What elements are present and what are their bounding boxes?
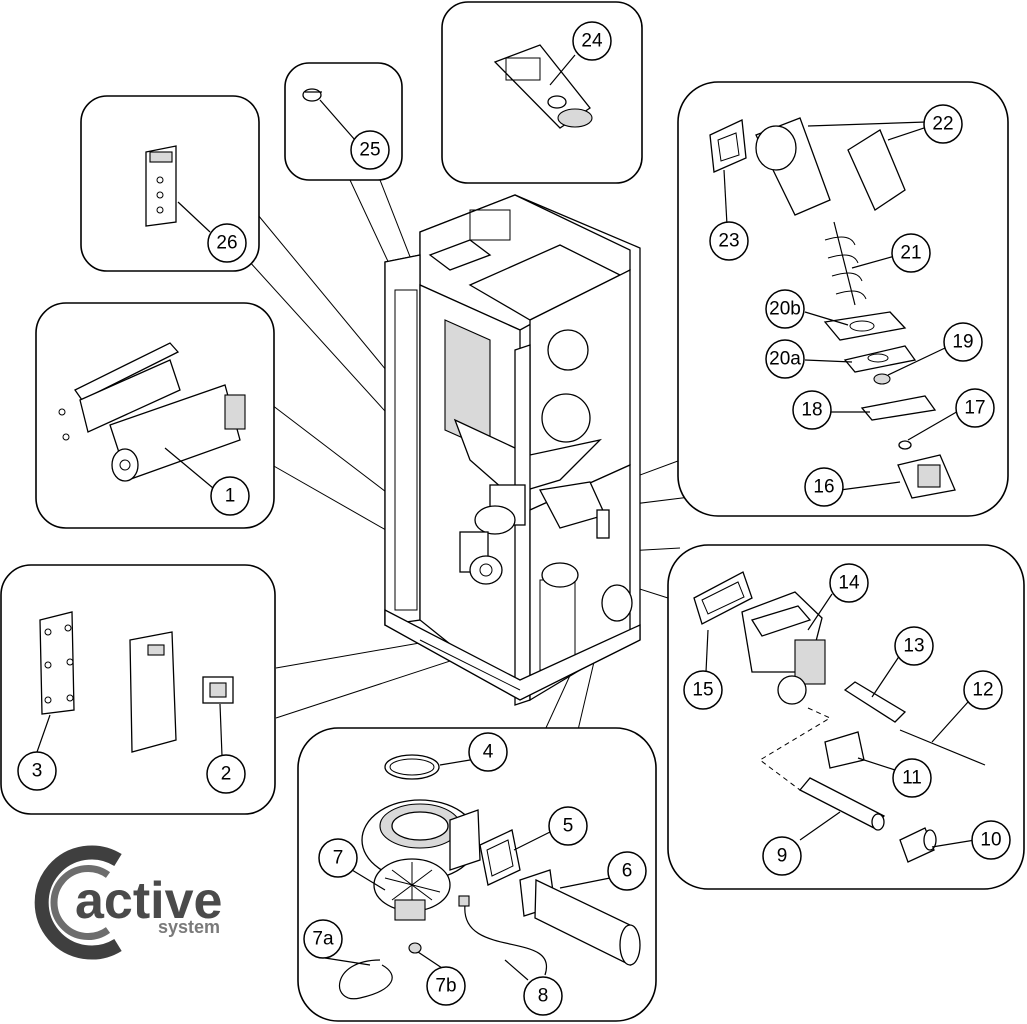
callout-label: 13 — [903, 636, 924, 657]
callout-label: 14 — [838, 573, 860, 594]
logo-subtitle: system — [158, 917, 220, 937]
callout-7: 7 — [318, 838, 358, 878]
callout-label: 3 — [32, 761, 43, 782]
callout-15: 15 — [683, 670, 723, 710]
panel-9-15 — [667, 544, 1025, 890]
callout-label: 10 — [980, 830, 1001, 851]
callout-label: 23 — [718, 231, 739, 252]
callout-label: 20a — [769, 349, 801, 370]
callout-21: 21 — [891, 233, 931, 273]
callout-20a: 20a — [765, 339, 805, 379]
callout-7a: 7a — [303, 919, 343, 959]
callout-label: 4 — [483, 742, 494, 763]
callout-24: 24 — [572, 21, 612, 61]
callout-label: 7b — [435, 976, 456, 997]
panel-4-8 — [297, 727, 657, 1022]
callout-3: 3 — [17, 751, 57, 791]
callout-label: 20b — [769, 299, 801, 320]
callout-label: 7 — [333, 848, 344, 869]
callout-26: 26 — [207, 223, 247, 263]
callout-arrows — [36, 54, 976, 981]
callout-label: 5 — [563, 816, 574, 837]
callout-label: 19 — [952, 332, 973, 353]
callout-8: 8 — [523, 976, 563, 1016]
callout-label: 9 — [777, 846, 788, 867]
panel-2-3 — [0, 564, 276, 815]
callout-22: 22 — [923, 104, 963, 144]
callout-18: 18 — [792, 390, 832, 430]
callout-7b: 7b — [426, 966, 466, 1006]
callout-19: 19 — [943, 322, 983, 362]
callout-10: 10 — [971, 820, 1011, 860]
callout-label: 2 — [221, 764, 232, 785]
callout-9: 9 — [762, 836, 802, 876]
callout-label: 15 — [692, 680, 713, 701]
callout-label: 22 — [932, 114, 953, 135]
callout-5: 5 — [548, 806, 588, 846]
panel-16-23 — [677, 81, 1009, 517]
callout-label: 21 — [900, 243, 921, 264]
active-system-logo: active system — [34, 845, 222, 960]
callout-label: 7a — [312, 929, 334, 950]
logo-wordmark: active — [75, 872, 222, 930]
callout-label: 18 — [801, 400, 822, 421]
callout-23: 23 — [709, 221, 749, 261]
callout-label: 24 — [581, 31, 603, 52]
callout-2: 2 — [206, 754, 246, 794]
callout-20b: 20b — [765, 289, 805, 329]
callout-16: 16 — [804, 467, 844, 507]
callout-label: 16 — [813, 477, 834, 498]
callout-label: 26 — [216, 233, 237, 254]
callout-label: 8 — [538, 986, 549, 1007]
panel-26 — [80, 95, 260, 272]
callout-6: 6 — [607, 851, 647, 891]
panel-1 — [35, 302, 275, 529]
callout-label: 12 — [972, 680, 993, 701]
callout-4: 4 — [468, 732, 508, 772]
callout-1: 1 — [210, 476, 250, 516]
panel-24 — [441, 1, 643, 184]
callout-12: 12 — [963, 670, 1003, 710]
callout-label: 1 — [225, 486, 236, 507]
callout-11: 11 — [892, 758, 932, 798]
callout-label: 6 — [622, 861, 633, 882]
callout-label: 11 — [902, 768, 922, 789]
callout-25: 25 — [350, 130, 390, 170]
stove-body — [384, 194, 641, 706]
callout-label: 25 — [359, 140, 380, 161]
callout-label: 17 — [964, 398, 985, 419]
callout-14: 14 — [829, 563, 869, 603]
callout-13: 13 — [894, 626, 934, 666]
callout-17: 17 — [955, 388, 995, 428]
